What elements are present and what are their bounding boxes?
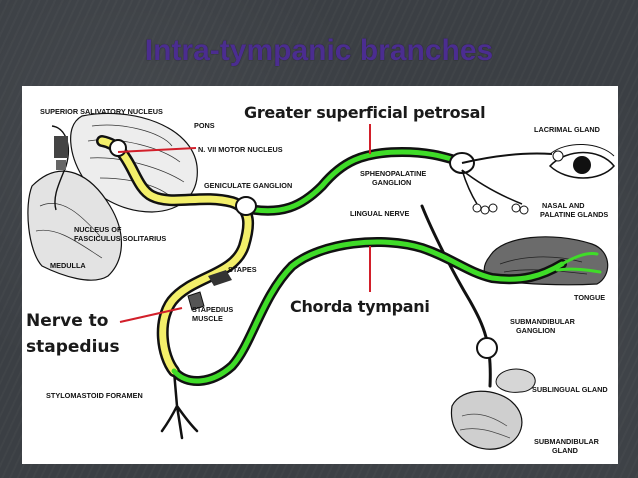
label-medulla: MEDULLA xyxy=(50,261,86,270)
label-motor-nucleus: N. VII MOTOR NUCLEUS xyxy=(198,145,283,154)
label-submandibular-ganglion-2: GANGLION xyxy=(516,326,555,335)
label-submandibular-gland-1: SUBMANDIBULAR xyxy=(534,437,600,446)
label-nucleus-1: NUCLEUS OF xyxy=(74,225,122,234)
stapedius-callout: Nerve to stapedius xyxy=(26,311,120,357)
label-stapedius-1: STAPEDIUS xyxy=(192,305,233,314)
label-sublingual: SUBLINGUAL GLAND xyxy=(532,385,608,394)
callout-greater-petrosal: Greater superficial petrosal xyxy=(244,103,485,122)
gland-illustrations xyxy=(450,368,536,450)
callout-pointers xyxy=(117,124,371,323)
motor-fibers-yellow xyxy=(98,137,252,375)
label-nasal-1: NASAL AND xyxy=(542,201,585,210)
stapes-illustration xyxy=(187,270,232,311)
salivatory-nucleus xyxy=(109,139,127,157)
eye-illustration xyxy=(548,143,615,179)
label-stapes: STAPES xyxy=(228,265,257,274)
slide-title: Intra-tympanic branches xyxy=(144,34,494,67)
callout-stapedius: stapedius xyxy=(26,337,120,357)
label-sphenopalatine-1: SPHENOPALATINE xyxy=(360,169,426,178)
callout-nerve-to: Nerve to xyxy=(26,311,108,331)
label-lingual: LINGUAL NERVE xyxy=(350,209,409,218)
label-submandibular-gland-2: GLAND xyxy=(552,446,578,455)
parasympathetic-fibers-green xyxy=(171,149,602,384)
label-tongue: TONGUE xyxy=(574,293,605,302)
nasal-branch-terminals xyxy=(472,203,529,215)
geniculate-ganglion xyxy=(235,196,257,216)
label-nucleus-2: FASCICULUS SOLITARIUS xyxy=(74,234,166,243)
label-submandibular-ganglion-1: SUBMANDIBULAR xyxy=(510,317,576,326)
label-superior-salivatory: SUPERIOR SALIVATORY NUCLEUS xyxy=(40,107,163,116)
callout-chorda-tympani: Chorda tympani xyxy=(290,297,430,316)
facial-nerve-diagram: SUPERIOR SALIVATORY NUCLEUS PONS N. VII … xyxy=(27,103,615,455)
label-geniculate: GENICULATE GANGLION xyxy=(204,181,292,190)
label-nasal-2: PALATINE GLANDS xyxy=(540,210,608,219)
label-stapedius-2: MUSCLE xyxy=(192,314,223,323)
diagram-panel: SUPERIOR SALIVATORY NUCLEUS PONS N. VII … xyxy=(22,86,618,464)
label-sphenopalatine-2: GANGLION xyxy=(372,178,411,187)
submandibular-ganglion xyxy=(476,337,498,359)
ganglia xyxy=(109,139,498,359)
label-lacrimal: LACRIMAL GLAND xyxy=(534,125,600,134)
label-pons: PONS xyxy=(194,121,215,130)
label-stylomastoid: STYLOMASTOID FORAMEN xyxy=(46,391,143,400)
